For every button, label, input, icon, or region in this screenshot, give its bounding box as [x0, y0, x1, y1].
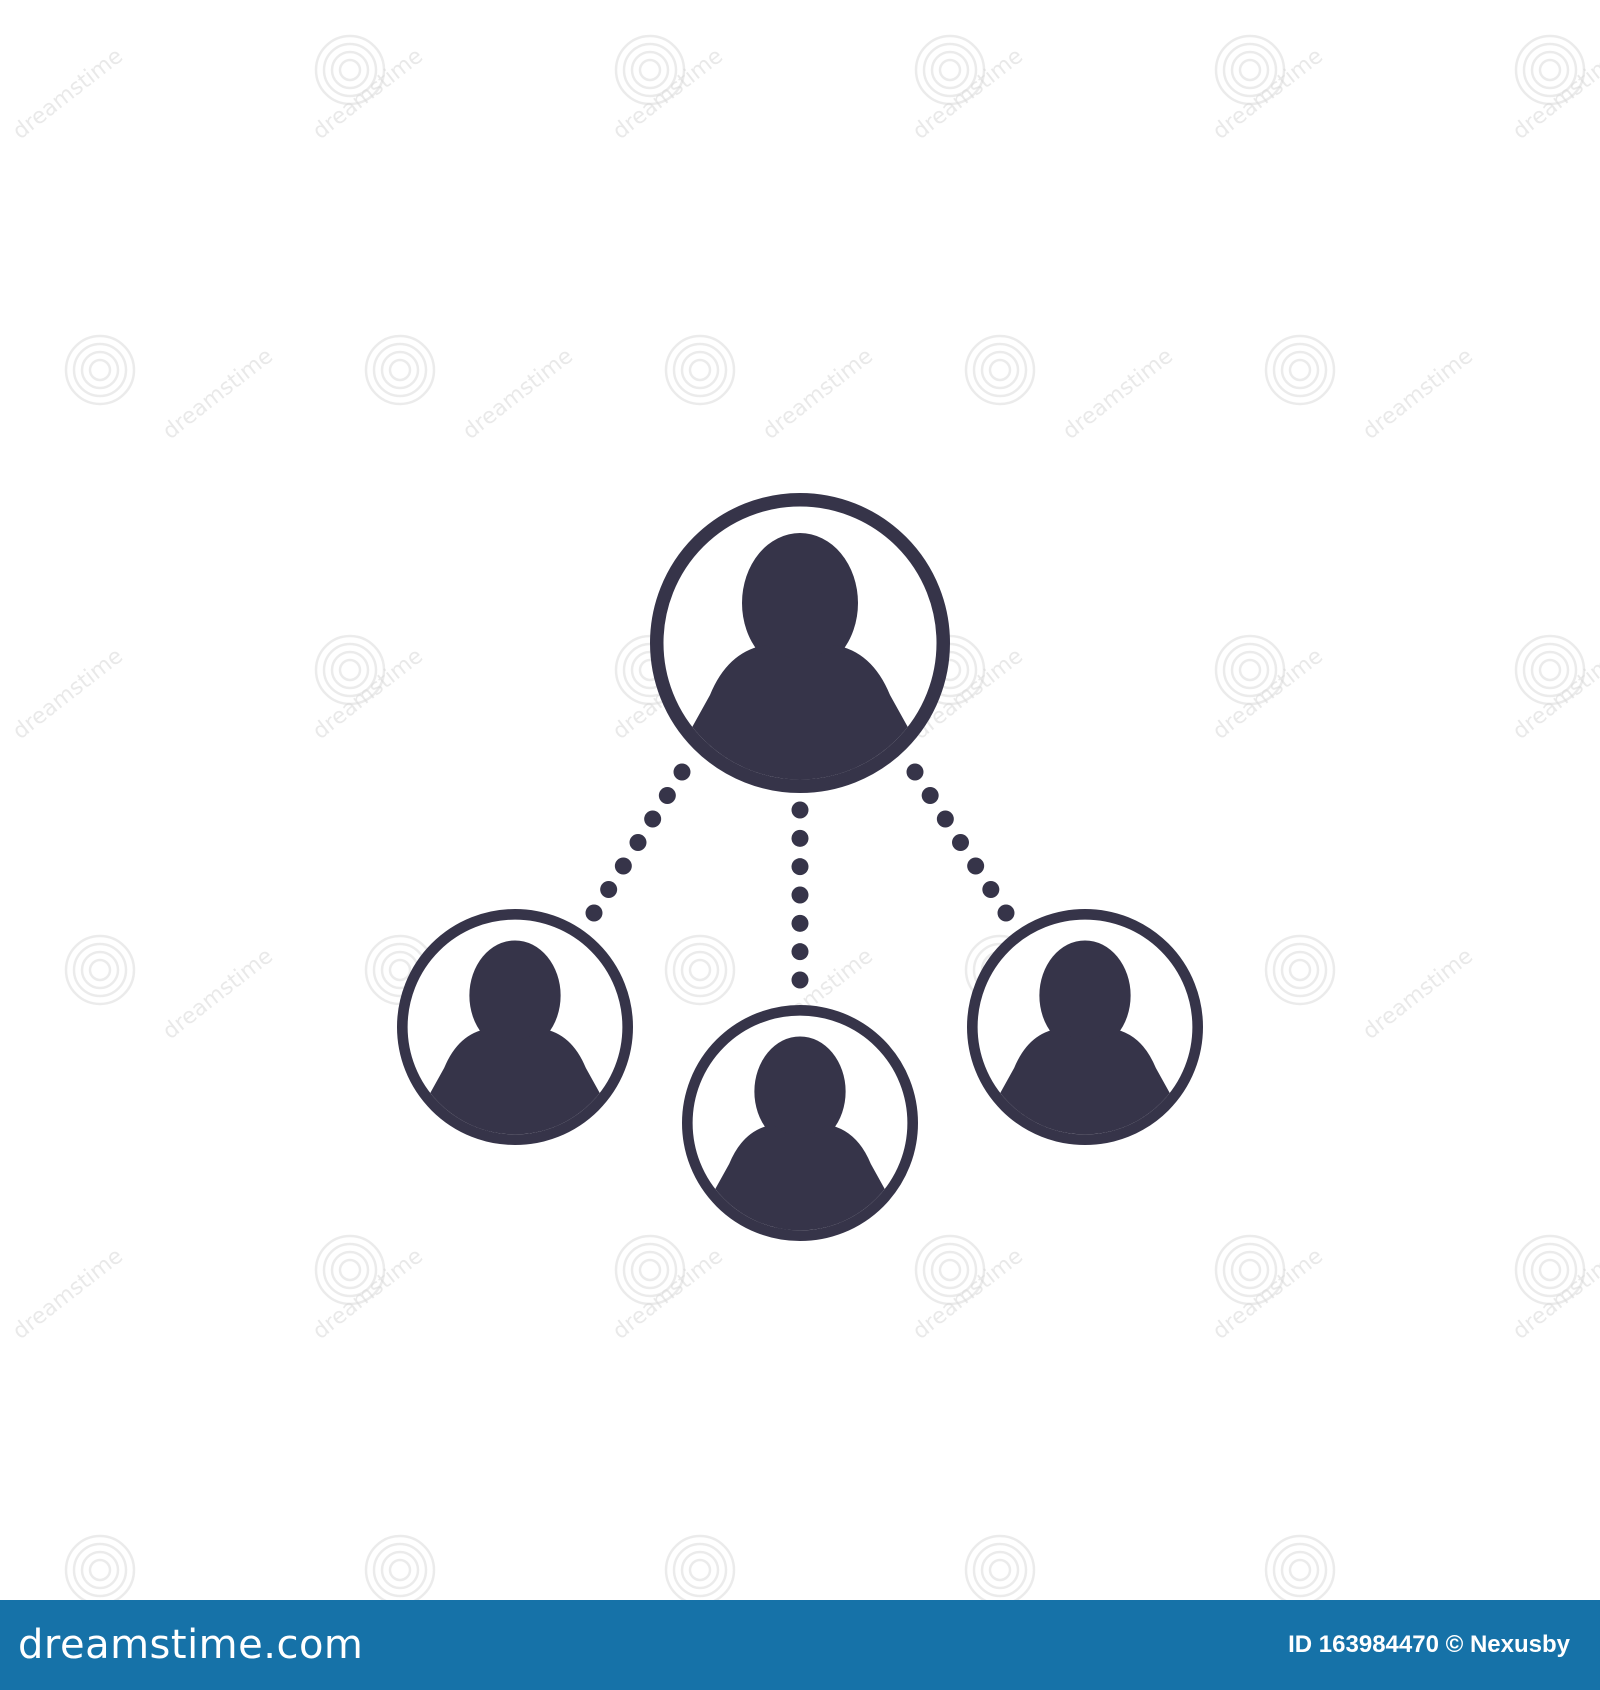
- connector-dot: [982, 881, 1000, 898]
- connector-center: [791, 801, 809, 989]
- person-node-child-left: [396, 908, 634, 1146]
- connector-dot: [997, 904, 1015, 922]
- connector-dot: [673, 763, 691, 781]
- person-node-child-center: [681, 1004, 919, 1242]
- network-hierarchy-illustration: [396, 493, 1204, 1242]
- connector-right: [906, 763, 1015, 922]
- dotted-connectors: [585, 763, 1015, 989]
- person-node-parent: [650, 493, 950, 793]
- person-nodes: [396, 493, 1204, 1242]
- stock-id-credit: ID 163984470 © Nexusby: [1288, 1631, 1570, 1658]
- connector-dot: [614, 857, 632, 875]
- connector-dot: [644, 810, 662, 828]
- connector-left: [585, 763, 691, 922]
- connector-dot: [791, 886, 809, 904]
- person-head: [754, 1036, 846, 1147]
- connector-dot: [658, 787, 676, 804]
- footer-bar: dreamstime.com ID 163984470 © Nexusby: [0, 1600, 1600, 1690]
- person-head: [742, 533, 858, 673]
- brand-logo-text: dreamstime.com: [18, 1622, 364, 1668]
- connector-dot: [952, 834, 969, 851]
- connector-dot: [921, 787, 939, 804]
- connector-dot: [791, 971, 809, 989]
- connector-dot: [791, 943, 809, 961]
- person-head: [469, 940, 561, 1051]
- connector-dot: [791, 914, 809, 932]
- connector-dot: [936, 810, 954, 828]
- connector-dot: [791, 801, 809, 819]
- connector-dot: [600, 881, 618, 898]
- connector-dot: [629, 834, 647, 851]
- connector-dot: [906, 763, 924, 781]
- person-node-child-right: [966, 908, 1204, 1146]
- connector-dot: [967, 857, 985, 875]
- connector-dot: [791, 829, 809, 847]
- connector-dot: [791, 858, 809, 876]
- person-head: [1039, 940, 1131, 1051]
- connector-dot: [585, 904, 603, 922]
